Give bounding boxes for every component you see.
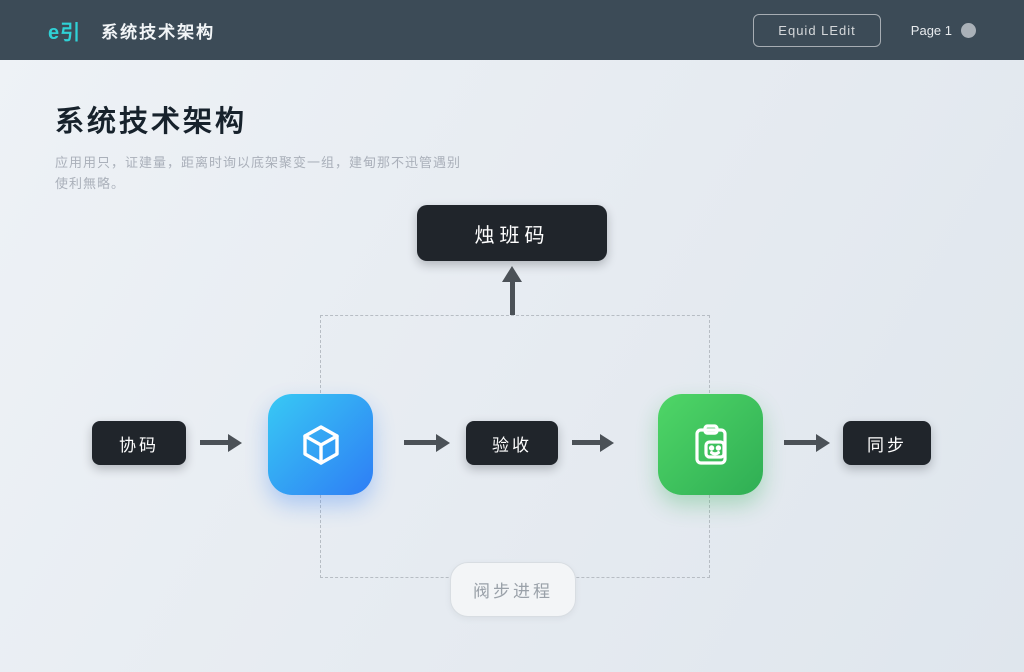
header-actions: Equid LEdit Page 1 (753, 13, 976, 47)
flow-arrow-4-icon (784, 440, 817, 445)
app-logo: e引 (48, 21, 82, 44)
step-box-coding: 协码 (92, 421, 186, 465)
flow-arrow-3-icon (572, 440, 601, 445)
up-arrow-line (510, 282, 515, 315)
top-code-box: 烛班码 (417, 205, 607, 261)
subtitle-line-2: 使利無略。 (55, 176, 126, 192)
header-title: 系统技术架构 (101, 22, 216, 42)
avatar[interactable] (961, 22, 976, 38)
up-arrow-icon (502, 266, 522, 282)
subtitle-line-1: 应用用只，证建量，距离时询以底架聚变一组，建甸那不迅管遇别 (55, 155, 462, 170)
cube-node (268, 394, 373, 495)
header-bar: e引 系统技术架构 Equid LEdit Page 1 (0, 0, 1024, 60)
cube-icon (297, 421, 345, 469)
step-box-sync: 同步 (843, 421, 931, 465)
flow-arrow-2-icon (404, 440, 437, 445)
clipboard-node (658, 394, 763, 495)
user-area: Page 1 (910, 22, 976, 38)
clipboard-chat-icon (687, 421, 735, 469)
page-subtitle: 应用用只，证建量，距离时询以底架聚变一组，建甸那不迅管遇别 使利無略。 (55, 152, 485, 195)
flow-arrow-1-icon (200, 440, 229, 445)
header-action-button[interactable]: Equid LEdit (753, 13, 881, 47)
page-title: 系统技术架构 (55, 106, 248, 138)
user-label: Page 1 (910, 22, 952, 38)
step-box-verify: 验收 (466, 421, 558, 465)
sync-process-label: 阀步进程 (450, 562, 576, 617)
